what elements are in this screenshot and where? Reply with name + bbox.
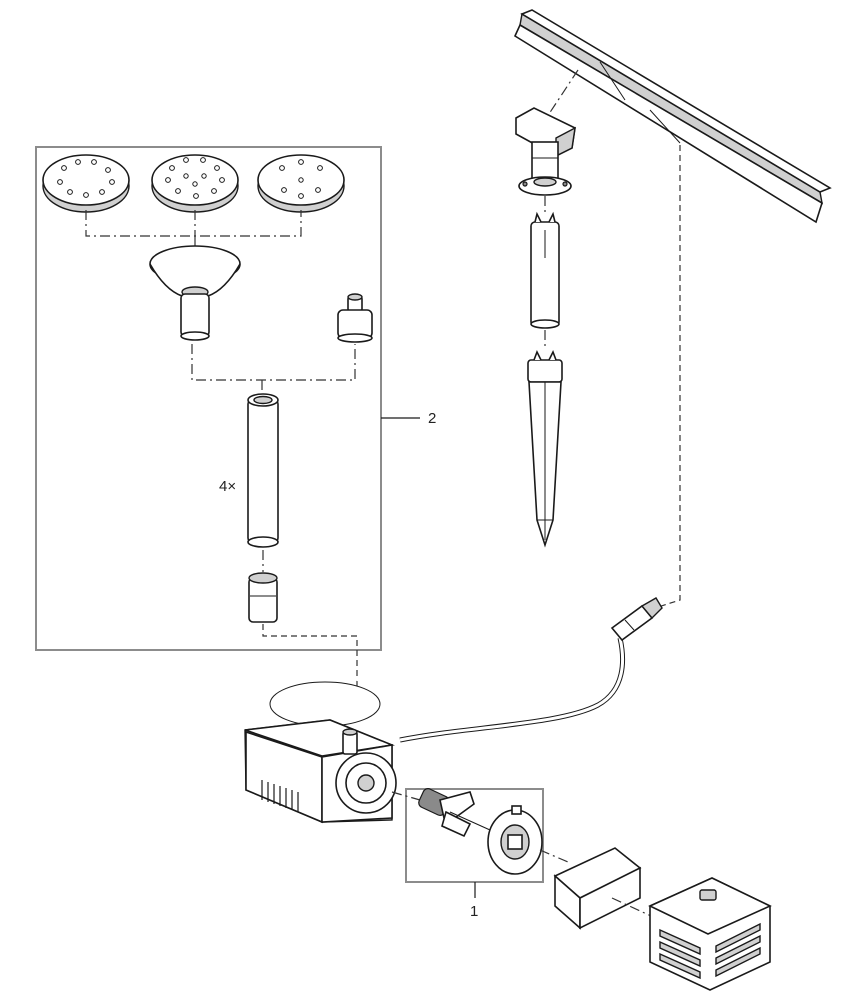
part-label-1: 1 bbox=[470, 903, 478, 920]
cable-route-line bbox=[654, 145, 681, 609]
alignment-line bbox=[539, 849, 569, 863]
quantity-label: 4× bbox=[219, 478, 236, 495]
stake-extension bbox=[530, 211, 560, 329]
nozzle-disc-1 bbox=[42, 154, 130, 213]
nozzle-disc-2 bbox=[151, 154, 239, 213]
impeller bbox=[418, 788, 491, 838]
nozzle-kit-frame bbox=[35, 146, 382, 651]
extension-tube bbox=[247, 393, 279, 548]
alignment-line bbox=[262, 624, 358, 690]
impeller-cover bbox=[487, 805, 543, 875]
alignment-line bbox=[391, 791, 421, 801]
alignment-line bbox=[85, 210, 302, 252]
nozzle-disc-3 bbox=[257, 154, 345, 213]
tube-connector bbox=[248, 572, 278, 623]
ground-spike bbox=[527, 350, 563, 548]
panel-bracket bbox=[515, 107, 576, 196]
solar-panel bbox=[513, 9, 832, 224]
cable-plug bbox=[610, 597, 663, 642]
alignment-line bbox=[191, 344, 356, 396]
filter-housing bbox=[648, 877, 772, 991]
alignment-line bbox=[544, 69, 579, 121]
funnel-nozzle bbox=[149, 245, 241, 341]
filter-sponge bbox=[553, 847, 642, 930]
cap-adapter bbox=[337, 293, 373, 343]
pump bbox=[244, 719, 397, 824]
part-label-2: 2 bbox=[428, 410, 436, 427]
